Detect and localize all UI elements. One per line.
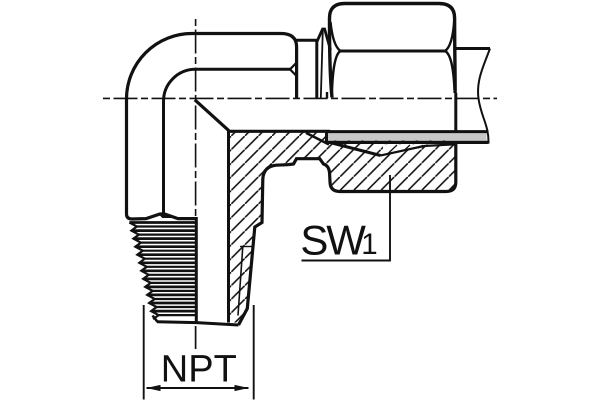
svg-text:SW: SW (300, 217, 366, 264)
svg-text:NPT: NPT (161, 349, 237, 391)
svg-text:1: 1 (361, 228, 377, 261)
